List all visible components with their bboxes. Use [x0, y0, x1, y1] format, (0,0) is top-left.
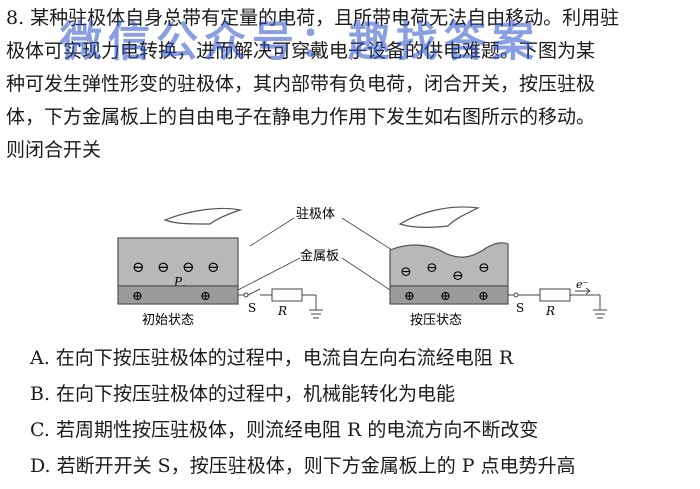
electret-figure: ⊖ ⊖ ⊖ ⊖ P ⊕ ⊕ S R 初始状态 驻极体 金属板 ⊖ ⊖ ⊖ ⊖ ⊕…	[117, 206, 607, 328]
plate-charge-left-2: ⊕	[200, 289, 211, 304]
resistor-left	[271, 288, 303, 302]
question-stem: 8. 某种驻极体自身总带有定量的电荷，且所带电荷无法自由移动。利用驻 极体可实现…	[6, 2, 696, 167]
question-line-2: 极体可实现力电转换，进而解决可穿戴电子设备的供电难题。下图为某	[6, 40, 596, 62]
hand-right-icon	[398, 206, 480, 228]
electret-left	[117, 237, 239, 287]
charge-left-4: ⊖	[207, 258, 220, 276]
option-a[interactable]: A. 在向下按压驻极体的过程中，电流自左向右流经电阻 R	[30, 347, 514, 369]
charge-right-2: ⊖	[426, 260, 438, 276]
resistor-left-label: R	[277, 304, 287, 318]
label-metal: 金属板	[300, 248, 339, 264]
plate-charge-right-1: ⊕	[404, 289, 415, 304]
charge-left-2: ⊖	[157, 258, 170, 276]
charge-left-3: ⊖	[182, 258, 195, 276]
electret-right	[389, 242, 509, 287]
question-line-1: 8. 某种驻极体自身总带有定量的电荷，且所带电荷无法自由移动。利用驻	[6, 7, 620, 29]
option-d[interactable]: D. 若断开开关 S，按压驻极体，则下方金属板上的 P 点电势升高	[30, 455, 576, 477]
point-p-label: P	[173, 275, 183, 289]
plate-charge-left-1: ⊕	[132, 289, 143, 304]
question-line-5: 则闭合开关	[6, 139, 102, 161]
option-c[interactable]: C. 若周期性按压驻极体，则流经电阻 R 的电流方向不断改变	[30, 419, 539, 441]
answer-options: A. 在向下按压驻极体的过程中，电流自左向右流经电阻 R B. 在向下按压驻极体…	[30, 340, 576, 484]
charge-right-1: ⊖	[400, 264, 412, 280]
switch-right-label: S	[516, 301, 524, 315]
charge-right-3: ⊖	[452, 268, 464, 284]
plate-charge-right-3: ⊕	[478, 289, 489, 304]
caption-left: 初始状态	[142, 313, 194, 328]
resistor-right	[539, 288, 571, 302]
charge-left-1: ⊖	[132, 258, 145, 276]
switch-left-label: S	[248, 301, 256, 315]
question-line-3: 种可发生弹性形变的驻极体，其内部带有负电荷，闭合开关，按压驻极	[6, 73, 596, 95]
question-line-4: 体，下方金属板上的自由电子在静电力作用下发生如右图所示的移动。	[6, 106, 596, 128]
label-electret: 驻极体	[296, 207, 335, 222]
charge-right-4: ⊖	[478, 260, 490, 276]
plate-charge-right-2: ⊕	[440, 289, 451, 304]
hand-left-icon	[163, 207, 243, 225]
resistor-right-label: R	[545, 304, 555, 318]
option-b[interactable]: B. 在向下按压驻极体的过程中，机械能转化为电能	[30, 383, 456, 405]
caption-right: 按压状态	[410, 313, 462, 328]
electron-label: e⁻	[576, 278, 589, 291]
